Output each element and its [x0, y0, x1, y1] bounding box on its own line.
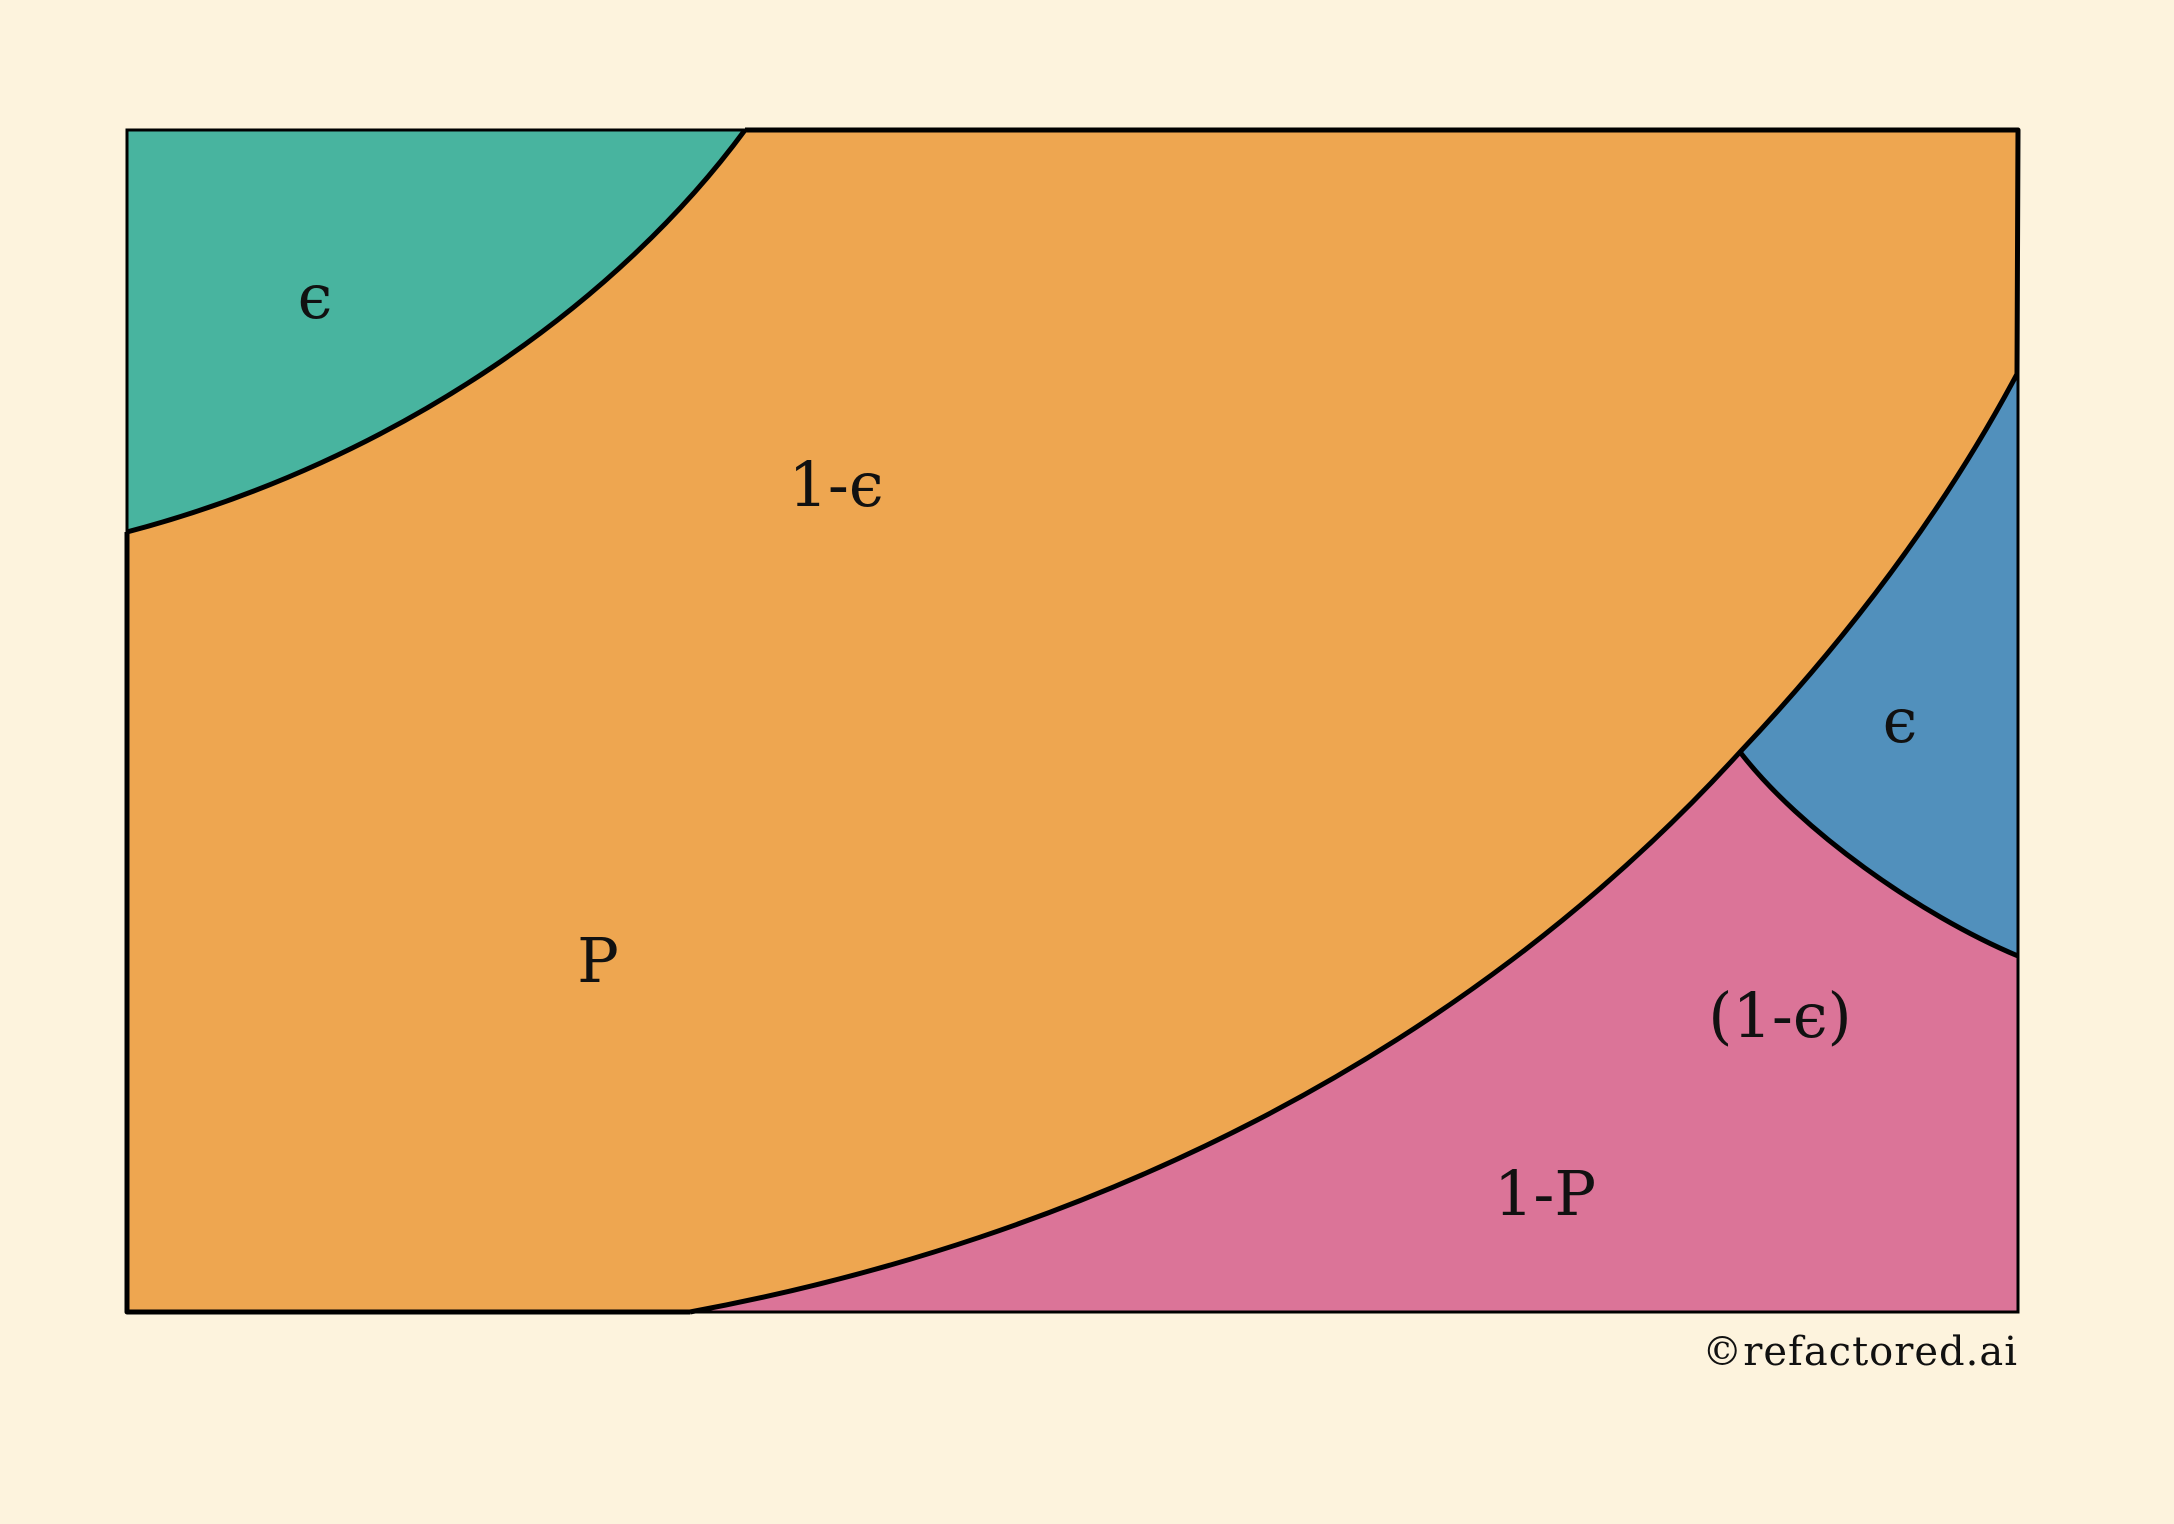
region-bottom-right — [690, 752, 2018, 1312]
label-paren-one-minus-epsilon: (1-ϵ) — [1708, 979, 1852, 1052]
frame-thick-edges — [124, 127, 2021, 1315]
label-p: P — [577, 924, 619, 997]
label-one-minus-epsilon: 1-ϵ — [788, 448, 883, 521]
frame-thin-edges — [125, 128, 2020, 1314]
credit-text: ©refactored.ai — [1702, 1329, 2018, 1375]
curve-right-inner-boundary — [1738, 750, 2019, 959]
curve-top-left-boundary — [126, 128, 748, 535]
label-right-epsilon: ϵ — [1883, 684, 1918, 757]
curve-main-lower-boundary — [689, 372, 2020, 1315]
region-top-left — [127, 130, 745, 532]
label-top-left-epsilon: ϵ — [298, 260, 333, 333]
label-one-minus-p: 1-P — [1494, 1157, 1596, 1230]
region-right — [1740, 374, 2018, 956]
